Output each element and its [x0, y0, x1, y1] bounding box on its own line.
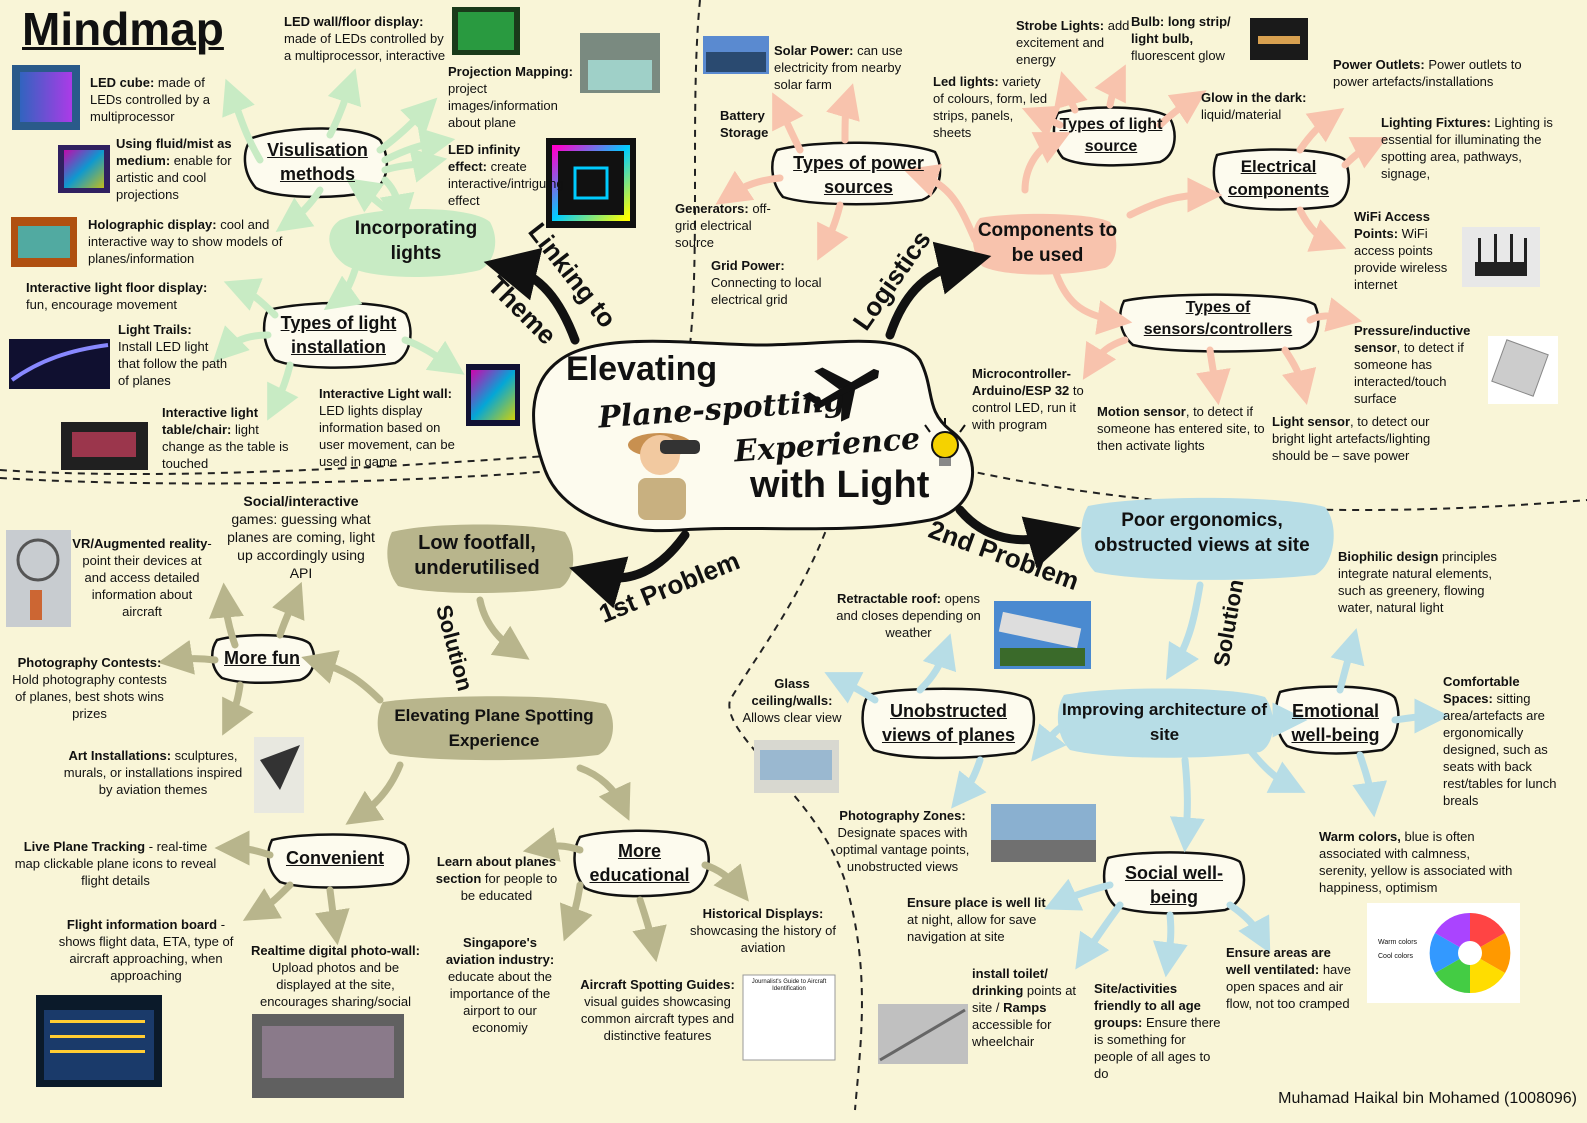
section-low-footfall: Low footfall, underutilised	[414, 532, 540, 579]
note-social-games: Social/interactive games: guessing what …	[227, 493, 375, 581]
note-interactive-floor: Interactive light floor display: fun, en…	[26, 280, 208, 312]
lowfootfall-blob	[387, 524, 574, 594]
node-visualisation-methods: Visulisation methods	[267, 140, 368, 184]
node-social-well-being: Social well-being	[1124, 863, 1224, 907]
note-led-infinity: LED infinity effect: create interactive/…	[448, 142, 564, 208]
note-bulb: Bulb: long strip/ light bulb, fluorescen…	[1131, 14, 1231, 63]
lightbulb-icon	[924, 418, 966, 466]
note-holographic: Holographic display: cool and interactiv…	[88, 217, 283, 266]
node-outlines	[211, 106, 1400, 915]
wheel-warm-label: Warm colors	[1378, 939, 1418, 946]
center-title-line1: Elevating	[566, 350, 718, 388]
note-strobe-lights: Strobe Lights: add excitement and energy	[1016, 18, 1130, 67]
section-components: Components to be used	[977, 220, 1118, 266]
improving-blob	[1057, 688, 1274, 758]
note-grid-power: Grid Power: Connecting to local electric…	[711, 258, 822, 307]
note-well-lit: Ensure place is well lit at night, allow…	[907, 895, 1046, 944]
note-generators: Generators: off-grid electrical source	[675, 201, 771, 250]
node-emotional-well-being: Emotional well-being	[1291, 701, 1380, 745]
author-credit: Muhamad Haikal bin Mohamed (1008096)	[1278, 1090, 1577, 1107]
note-photo-wall: Realtime digital photo-wall: Upload phot…	[250, 943, 420, 1009]
note-projection-mapping: Projection Mapping: project images/infor…	[448, 64, 573, 130]
node-convenient: Convenient	[285, 848, 384, 868]
node-electrical-components: Electrical components	[1227, 157, 1330, 199]
note-live-plane-tracking: Live Plane Tracking - real-time map clic…	[14, 839, 217, 888]
note-battery-storage: Battery Storage	[720, 108, 769, 140]
note-spotting-guides: Aircraft Spotting Guides: visual guides …	[580, 977, 735, 1043]
note-warm-colors: Warm colors, blue is often associated wi…	[1319, 829, 1513, 895]
note-light-trails: Light Trails: Install LED light that fol…	[118, 322, 228, 388]
node-unobstructed-views: Unobstructed views of planes	[881, 701, 1016, 745]
note-flight-board: Flight information board - shows flight …	[58, 917, 234, 983]
note-lighting-fixtures: Lighting Fixtures: Lighting is essential…	[1381, 115, 1553, 181]
wheel-cool-label: Cool colors	[1378, 953, 1414, 960]
page-title: Mindmap	[22, 3, 224, 55]
note-interactive-light-wall: Interactive Light wall: LED lights displ…	[319, 386, 455, 469]
note-solar-power: Solar Power: can use electricity from ne…	[774, 43, 903, 92]
branch-arrows	[157, 64, 1450, 978]
note-biophilic: Biophilic design principles integrate na…	[1338, 549, 1497, 615]
note-motion-sensor: Motion sensor, to detect if someone has …	[1097, 404, 1265, 453]
note-vr-ar: VR/Augmented reality- point their device…	[72, 536, 212, 619]
note-comfortable-spaces: Comfortable Spaces: sitting area/artefac…	[1443, 674, 1557, 808]
note-photography-zones: Photography Zones: Designate spaces with…	[835, 808, 970, 874]
note-age-groups: Site/activities friendly to all age grou…	[1094, 981, 1221, 1081]
note-pressure-sensor: Pressure/inductive sensor, to detect if …	[1354, 323, 1471, 406]
center-title-line4: with Light	[750, 464, 930, 506]
node-types-of-light-source: Types of light source	[1059, 116, 1163, 155]
note-glow-in-dark: Glow in the dark: liquid/material	[1201, 90, 1307, 122]
node-types-of-light-installation: Types of light installation	[280, 313, 397, 357]
guide-title: Journalist's Guide to Aircraft Identific…	[751, 979, 827, 992]
note-art-installations: Art Installations: sculptures, murals, o…	[63, 748, 243, 797]
node-types-of-sensors: Types of sensors/controllers	[1143, 299, 1293, 338]
illustrations	[6, 7, 1558, 1098]
section-incorporating-lights: Incorporating lights	[354, 218, 478, 264]
section-improving-architecture: Improving architecture of site	[1062, 700, 1267, 744]
note-toilet-ramps: install toilet/ drinking points at site …	[972, 966, 1077, 1049]
note-photography-contests: Photography Contests: Hold photography c…	[12, 655, 167, 721]
note-learn-planes: Learn about planes section for people to…	[435, 854, 558, 903]
airplane-icon	[802, 367, 880, 422]
note-fluid-mist: Using fluid/mist as medium: enable for a…	[116, 136, 232, 202]
note-historical-displays: Historical Displays: showcasing the hist…	[690, 906, 836, 955]
spotter-icon	[628, 433, 700, 520]
elevating-blob	[377, 696, 613, 761]
note-glass-walls: Glass ceiling/walls: Allows clear view	[742, 676, 842, 725]
note-power-outlets: Power Outlets: Power outlets to power ar…	[1333, 57, 1522, 89]
note-light-sensor: Light sensor, to detect our bright light…	[1272, 414, 1431, 463]
note-led-cube: LED cube: made of LEDs controlled by a m…	[90, 75, 210, 124]
section-poor-ergonomics: Poor ergonomics, obstructed views at sit…	[1094, 510, 1310, 556]
main-arrows	[483, 241, 1081, 609]
note-microcontroller: Microcontroller- Arduino/ESP 32 to contr…	[972, 366, 1084, 432]
components-blob	[972, 213, 1117, 275]
note-wifi: WiFi Access Points: WiFi access points p…	[1354, 209, 1448, 292]
note-ventilated: Ensure areas are well ventilated: have o…	[1226, 945, 1352, 1011]
note-singapore-aviation: Singapore's aviation industry: educate a…	[445, 935, 555, 1035]
node-more-educational: More educational	[589, 841, 690, 885]
section-elevating: Elevating Plane Spotting Experience	[394, 706, 594, 750]
note-light-table: Interactive light table/chair: light cha…	[162, 405, 289, 471]
incorporating-blob	[329, 208, 496, 277]
note-retractable-roof: Retractable roof: opens and closes depen…	[836, 591, 981, 640]
note-led-lights: Led lights: variety of colours, form, le…	[933, 74, 1048, 140]
node-types-of-power-sources: Types of power sources	[793, 153, 924, 197]
node-more-fun: More fun	[224, 648, 300, 668]
poor-blob	[1081, 497, 1334, 580]
note-led-wall: LED wall/floor display: made of LEDs con…	[284, 14, 446, 63]
